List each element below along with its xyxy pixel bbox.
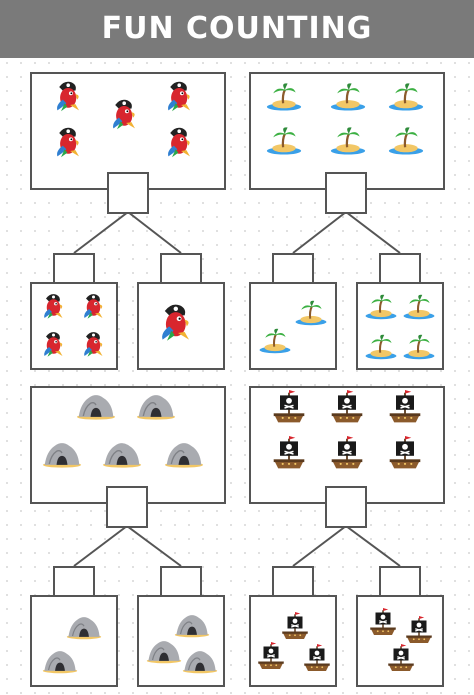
parrot-icon: [80, 330, 110, 358]
island-icon: [364, 334, 398, 360]
parrot-icon: [40, 292, 70, 320]
cave-icon: [182, 648, 218, 674]
island-icon: [402, 294, 436, 320]
island-icon: [388, 82, 424, 112]
island-icon: [266, 82, 302, 112]
cave-icon: [42, 440, 82, 468]
cave-icon: [136, 392, 176, 420]
island-icon: [266, 126, 302, 156]
parrot-icon: [80, 292, 110, 320]
pirate-ship-icon: [386, 644, 416, 674]
cave-icon: [76, 392, 116, 420]
pirate-ship-icon: [328, 436, 366, 472]
cave-icon: [164, 440, 204, 468]
cave-icon: [174, 612, 210, 638]
pirate-ship-icon: [404, 616, 434, 646]
cave-icon: [66, 614, 102, 640]
ship-total-answer-box[interactable]: [325, 486, 367, 528]
ship-right-group-box: [356, 595, 444, 687]
cave-icon: [146, 638, 182, 664]
island-icon: [388, 126, 424, 156]
island-icon: [330, 82, 366, 112]
pirate-ship-icon: [256, 642, 286, 672]
island-icon: [330, 126, 366, 156]
parrot-icon: [52, 124, 88, 160]
pirate-ship-icon: [368, 608, 398, 638]
parrot-total-answer-box[interactable]: [107, 172, 149, 214]
cave-icon: [42, 648, 78, 674]
parrot-icon: [163, 124, 199, 160]
pirate-ship-icon: [302, 644, 332, 674]
island-left-group-box: [249, 282, 337, 370]
title-banner: [0, 0, 474, 58]
parrot-icon: [40, 330, 70, 358]
island-total-answer-box[interactable]: [325, 172, 367, 214]
page-title: FUN COUNTING: [101, 11, 373, 46]
pirate-ship-icon: [386, 436, 424, 472]
island-icon: [364, 294, 398, 320]
pirate-ship-icon: [328, 390, 366, 426]
island-icon: [402, 334, 436, 360]
pirate-ship-icon: [270, 390, 308, 426]
parrot-icon: [156, 302, 200, 342]
parrot-icon: [163, 78, 199, 114]
parrot-icon: [52, 78, 88, 114]
cave-icon: [102, 440, 142, 468]
parrot-left-group-box: [30, 282, 118, 370]
island-icon: [294, 300, 328, 326]
pirate-ship-icon: [280, 612, 310, 642]
pirate-ship-icon: [386, 390, 424, 426]
parrot-icon: [108, 96, 144, 132]
cave-total-answer-box[interactable]: [106, 486, 148, 528]
island-icon: [258, 328, 292, 354]
ship-left-group-box: [249, 595, 337, 687]
pirate-ship-icon: [270, 436, 308, 472]
